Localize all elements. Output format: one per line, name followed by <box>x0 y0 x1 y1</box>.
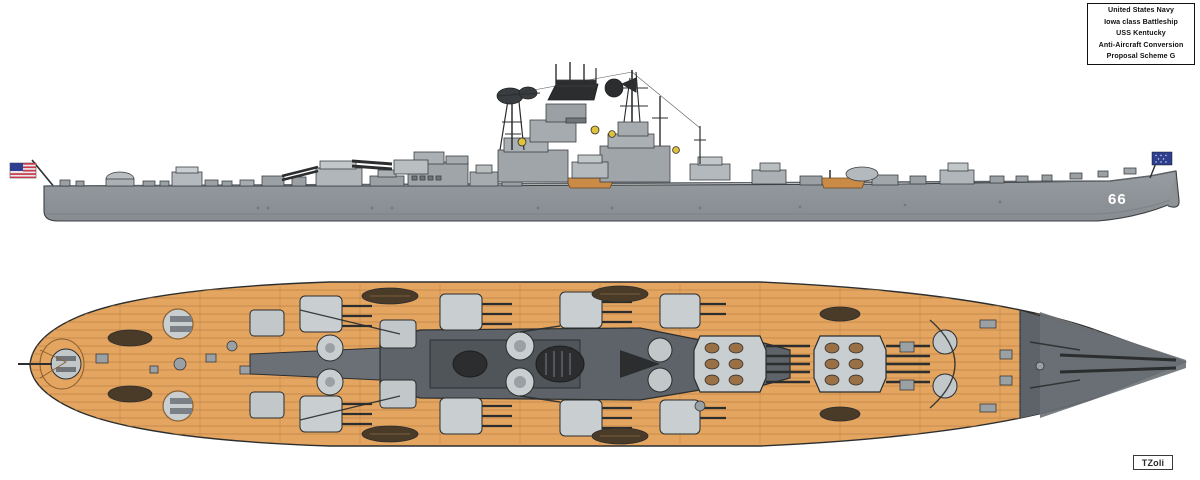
main-mount-forward-2 <box>693 335 810 393</box>
stern-fittings <box>18 338 85 390</box>
deck-fittings <box>95 319 1045 413</box>
title-line-class: Iowa class Battleship <box>1104 17 1178 26</box>
side-elevation-drawing: 66 <box>9 62 1180 222</box>
plan-view-drawing <box>18 281 1187 447</box>
plan-deck-view <box>0 250 1200 480</box>
aa-director-accents <box>517 125 680 154</box>
side-elevation-view: 66 <box>9 62 1180 222</box>
funnel-tops <box>452 345 660 383</box>
deck-boats <box>107 285 861 445</box>
title-line-ship: USS Kentucky <box>1116 29 1166 38</box>
masts-and-radar <box>496 62 706 164</box>
title-line-navy: United States Navy <box>1107 6 1175 15</box>
title-line-scheme: Proposal Scheme G <box>1106 52 1176 61</box>
secondary-mounts <box>249 291 726 437</box>
hull-number: 66 <box>1108 191 1127 208</box>
deck-structures <box>59 79 1137 189</box>
deck-rails <box>299 309 1081 421</box>
main-mount-forward-1 <box>813 335 930 393</box>
bow-stem <box>1167 170 1180 208</box>
bow-barrels <box>1059 353 1177 374</box>
title-line-conversion: Anti-Aircraft Conversion <box>1098 40 1184 49</box>
hull-fittings <box>256 200 1002 210</box>
stern-ensign <box>9 159 56 189</box>
title-block: United States Navy Iowa class Battleship… <box>1087 3 1195 65</box>
bow-jack <box>1149 151 1173 179</box>
artist-signature: TZoli <box>1133 455 1173 470</box>
